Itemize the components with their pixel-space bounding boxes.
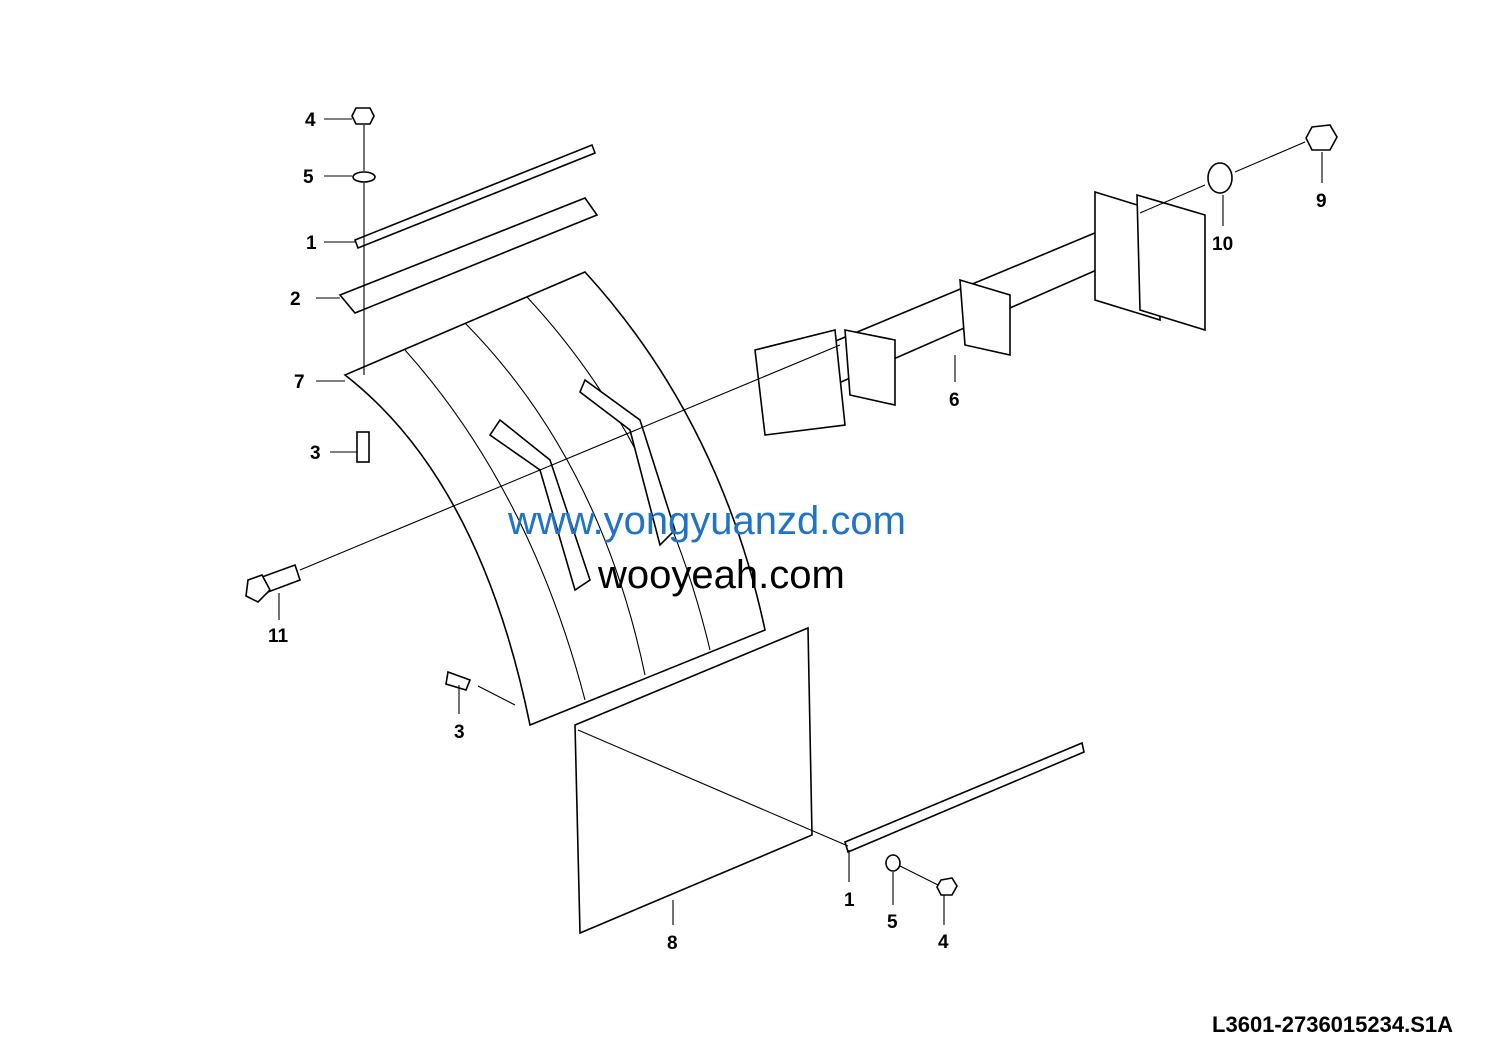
plate-part-2	[338, 197, 599, 314]
strip-part-1-bottom	[844, 741, 1085, 854]
assembly-guide-line	[1139, 141, 1306, 214]
callout-leader-lines	[278, 118, 1323, 925]
watermark-black: wooyeah.com	[598, 553, 845, 597]
mounting-plate-rear	[1136, 193, 1206, 332]
callout-4-bottom: 4	[938, 932, 949, 953]
callout-1-top: 1	[306, 233, 317, 254]
bolt-part-3-top	[356, 431, 370, 463]
assembly-guide-line	[577, 729, 939, 886]
callout-2: 2	[290, 289, 301, 310]
callout-6: 6	[949, 390, 960, 411]
assembly-guide-line	[299, 344, 841, 571]
watermark-blue: www.yongyuanzd.com	[508, 499, 906, 543]
callout-1-bottom: 1	[844, 890, 855, 911]
bolt-head-part-11	[245, 574, 271, 603]
assembly-guide-line	[477, 685, 516, 706]
callout-11: 11	[268, 626, 289, 647]
washer-part-5-bottom	[885, 854, 901, 872]
fender-rib	[464, 322, 646, 676]
callout-5-bottom: 5	[887, 912, 898, 933]
washer-part-10	[1207, 162, 1233, 194]
washer-part-5-top	[352, 171, 376, 183]
strip-part-1-top	[353, 143, 597, 250]
callout-3-bottom: 3	[454, 722, 465, 743]
nut-part-4-top	[351, 107, 375, 125]
callout-5-top: 5	[303, 167, 314, 188]
arm-end-bracket	[754, 329, 846, 436]
arm-flange	[959, 278, 1011, 356]
arm-flange	[844, 329, 896, 406]
nut-part-4-bottom	[936, 877, 958, 896]
callout-9: 9	[1316, 191, 1327, 212]
bolt-part-3-bottom	[445, 670, 472, 691]
mudflap-part-8	[574, 626, 813, 935]
bracket-right	[579, 378, 676, 547]
callout-4-top: 4	[305, 110, 316, 131]
fender-rib	[404, 349, 586, 701]
nut-part-9	[1305, 124, 1338, 151]
callout-3-top: 3	[310, 443, 321, 464]
bracket-left	[488, 418, 591, 592]
callout-10: 10	[1212, 234, 1233, 255]
drawing-code: L3601-2736015234.S1A	[1212, 1012, 1453, 1037]
callout-7: 7	[294, 372, 305, 393]
callout-8: 8	[667, 933, 678, 954]
